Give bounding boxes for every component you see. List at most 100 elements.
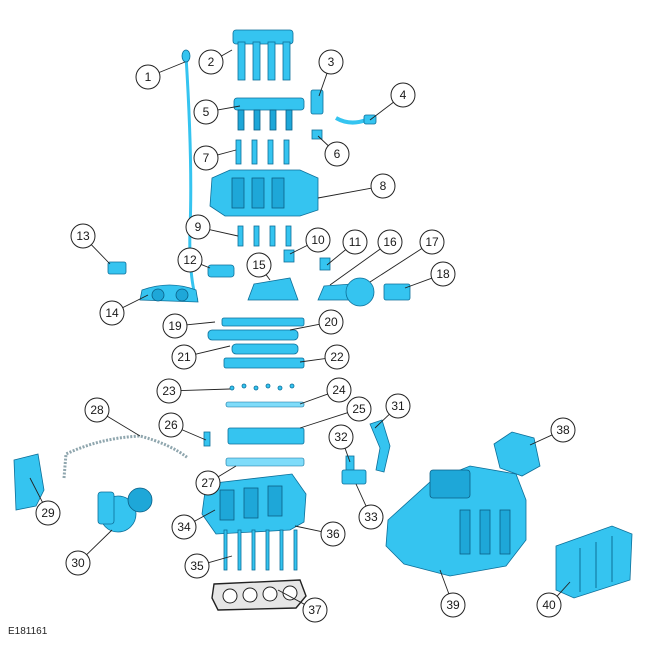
- callout-number-36: 36: [326, 527, 340, 541]
- part-egr-valve: [341, 469, 367, 485]
- callout-circle-28: [84, 397, 110, 423]
- callout-number-32: 32: [334, 430, 348, 444]
- callout-number-23: 23: [162, 384, 176, 398]
- part-bracket: [369, 419, 391, 473]
- callout-29: 29: [29, 477, 61, 526]
- leader-line-21: [195, 345, 231, 355]
- leader-line-8: [317, 187, 372, 199]
- leader-line-12: [200, 264, 211, 269]
- callout-number-22: 22: [330, 350, 344, 364]
- part-lash-adjusters: [229, 383, 295, 391]
- callout-3: 3: [318, 49, 344, 97]
- part-camshaft-2: [231, 343, 299, 355]
- callout-circle-11: [342, 229, 368, 255]
- leader-line-15: [265, 274, 271, 281]
- callout-7: 7: [193, 145, 237, 171]
- leader-line-14: [122, 294, 149, 309]
- leader-line-7: [217, 149, 237, 156]
- callout-32: 32: [328, 424, 354, 463]
- callout-11: 11: [326, 229, 368, 266]
- leader-line-10: [289, 244, 308, 255]
- callout-1: 1: [135, 61, 186, 90]
- leader-line-9: [209, 229, 239, 237]
- callout-circle-33: [358, 504, 384, 530]
- callout-circle-40: [536, 592, 562, 618]
- leader-line-18: [404, 277, 432, 289]
- leader-line-2: [221, 49, 233, 57]
- callout-circle-27: [195, 470, 221, 496]
- callout-circle-22: [324, 344, 350, 370]
- leader-line-4: [369, 101, 394, 121]
- callout-circle-37: [302, 597, 328, 623]
- callout-36: 36: [294, 521, 346, 547]
- callout-number-28: 28: [90, 403, 104, 417]
- figure-id-label: E181161: [8, 626, 48, 637]
- leader-line-19: [186, 321, 216, 326]
- callout-number-11: 11: [349, 235, 362, 249]
- leader-line-26: [181, 429, 207, 441]
- callout-number-33: 33: [364, 510, 378, 524]
- part-sensor-13: [107, 261, 127, 275]
- callout-circle-36: [320, 521, 346, 547]
- callout-number-18: 18: [436, 267, 450, 281]
- callout-34: 34: [171, 509, 216, 540]
- callout-circle-5: [193, 99, 219, 125]
- callout-circle-17: [419, 229, 445, 255]
- callout-circle-25: [346, 396, 372, 422]
- callout-circle-32: [328, 424, 354, 450]
- callout-number-14: 14: [105, 306, 119, 320]
- leader-line-13: [91, 244, 111, 265]
- callout-circle-4: [390, 82, 416, 108]
- part-injectors: [235, 139, 290, 165]
- callout-9: 9: [185, 214, 239, 240]
- part-turbocharger: [97, 487, 153, 533]
- callout-16: 16: [329, 229, 403, 286]
- part-timing-cover: [139, 284, 199, 303]
- callout-number-1: 1: [145, 70, 152, 84]
- callout-circle-1: [135, 64, 161, 90]
- callout-number-19: 19: [168, 319, 182, 333]
- callout-6: 6: [317, 135, 350, 167]
- leader-line-16: [329, 248, 381, 286]
- callout-circle-14: [99, 300, 125, 326]
- callout-circle-21: [171, 344, 197, 370]
- callout-number-7: 7: [203, 151, 210, 165]
- part-charge-air-cooler: [555, 525, 633, 599]
- leader-line-1: [158, 61, 186, 73]
- callout-circle-24: [326, 377, 352, 403]
- part-fuel-rail: [233, 97, 305, 131]
- callout-circle-20: [318, 309, 344, 335]
- part-roller-followers: [223, 357, 305, 369]
- callout-33: 33: [355, 483, 384, 530]
- leader-line-39: [439, 569, 450, 594]
- callout-15: 15: [246, 252, 272, 281]
- leader-line-32: [344, 448, 351, 463]
- leader-line-23: [180, 388, 231, 392]
- callout-19: 19: [162, 313, 216, 339]
- leader-line-6: [317, 135, 329, 147]
- leader-line-40: [556, 581, 571, 597]
- callout-17: 17: [369, 229, 445, 283]
- callout-number-15: 15: [252, 258, 266, 272]
- callout-2: 2: [198, 49, 233, 75]
- leader-line-11: [326, 249, 347, 266]
- part-sensor: [310, 89, 324, 115]
- callout-13: 13: [70, 223, 111, 265]
- part-throttle-body: [493, 431, 541, 477]
- callout-circle-34: [171, 514, 197, 540]
- callout-22: 22: [299, 344, 350, 370]
- callout-circle-26: [158, 412, 184, 438]
- leader-line-37: [277, 589, 305, 605]
- leader-line-3: [318, 73, 328, 97]
- callout-number-16: 16: [383, 235, 397, 249]
- callout-35: 35: [184, 553, 233, 579]
- part-cam-cover: [247, 277, 299, 301]
- callout-26: 26: [158, 412, 207, 441]
- leader-line-35: [208, 555, 233, 564]
- callout-27: 27: [195, 465, 237, 496]
- callout-number-12: 12: [183, 253, 197, 267]
- callout-5: 5: [193, 99, 241, 125]
- callout-31: 31: [374, 393, 411, 429]
- callout-number-34: 34: [177, 520, 191, 534]
